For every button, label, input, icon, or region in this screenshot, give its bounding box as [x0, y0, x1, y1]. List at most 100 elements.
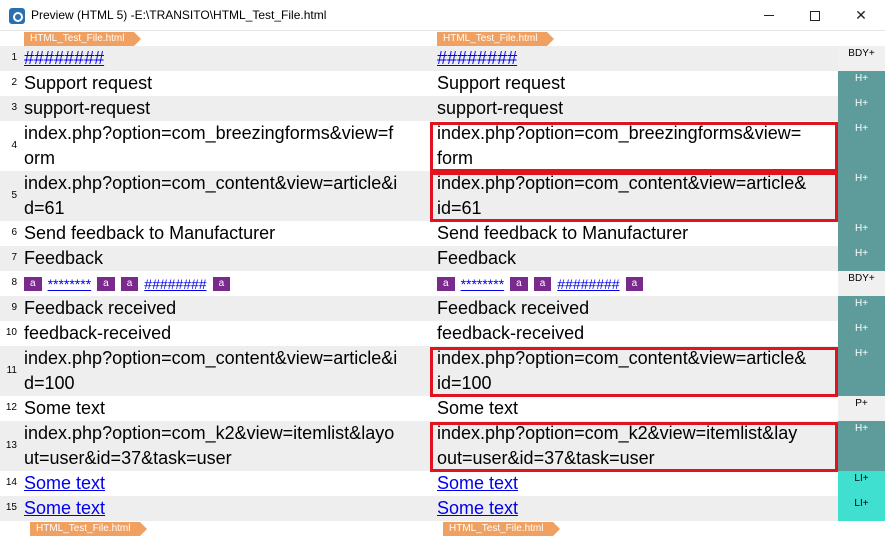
table-row: 7 Feedback Feedback H+	[0, 246, 885, 271]
line-number: 3	[11, 102, 17, 113]
row-left-text: feedback-received	[24, 323, 172, 343]
file-tag-right-top: HTML_Test_File.html	[437, 32, 555, 46]
row-left-link[interactable]: Some text	[24, 498, 106, 518]
line-number: 13	[5, 440, 17, 451]
row-left-text: Feedback received	[24, 298, 177, 318]
line-number: 11	[6, 365, 17, 376]
row-right-text-line2: id=61	[437, 198, 482, 218]
table-row: 5 index.php?option=com_content&view=arti…	[0, 171, 885, 221]
table-row: 11 index.php?option=com_content&view=art…	[0, 346, 885, 396]
line-number: 1	[11, 52, 17, 63]
row-right-text-line2: form	[437, 148, 473, 168]
file-tag-right-bottom: HTML_Test_File.html	[443, 522, 561, 536]
line-number: 12	[5, 402, 17, 413]
row-left-text-line1: index.php?option=com_k2&view=itemlist&la…	[24, 423, 395, 443]
row-left-text-line2: ut=user&id=37&task=user	[24, 448, 232, 468]
row-left-text: Send feedback to Manufacturer	[24, 223, 276, 243]
file-tag-left-bottom: HTML_Test_File.html	[30, 522, 148, 536]
anchor-open-tag: a	[24, 277, 42, 292]
line-number: 14	[5, 477, 17, 488]
anchor-close-tag: a	[625, 277, 644, 292]
close-button[interactable]: ✕	[855, 7, 867, 24]
row-left-text-line2: orm	[24, 148, 55, 168]
table-row: 10 feedback-received feedback-received H…	[0, 321, 885, 346]
element-tag: LI+	[838, 496, 885, 521]
table-row: 9 Feedback received Feedback received H+	[0, 296, 885, 321]
element-tag: P+	[838, 396, 885, 421]
line-number: 2	[11, 77, 17, 88]
row-right-text: Support request	[437, 73, 566, 93]
row-left-link[interactable]: Some text	[24, 473, 106, 493]
row-left-text: Support request	[24, 73, 153, 93]
row-right-link[interactable]: Some text	[437, 498, 519, 518]
row-left-text: Feedback	[24, 248, 104, 268]
preview-content: HTML_Test_File.html HTML_Test_File.html …	[0, 31, 885, 540]
diff-highlight	[430, 347, 838, 397]
element-tag: H+	[838, 346, 885, 396]
element-tag: H+	[838, 296, 885, 321]
element-tag: H+	[838, 121, 885, 171]
maximize-icon	[810, 10, 820, 21]
stars-link[interactable]: ********	[460, 275, 505, 292]
row-left-text-line1: index.php?option=com_content&view=articl…	[24, 348, 398, 368]
table-row: 13 index.php?option=com_k2&view=itemlist…	[0, 421, 885, 471]
hashes-link[interactable]: ########	[144, 275, 207, 292]
table-row: 3 support-request support-request H+	[0, 96, 885, 121]
diff-highlight	[430, 172, 838, 222]
line-number: 10	[5, 327, 17, 338]
row-right-text-line1: index.php?option=com_content&view=articl…	[437, 173, 807, 193]
row-right-link[interactable]: ########	[437, 48, 518, 68]
anchor-close-tag: a	[97, 277, 115, 292]
line-number: 6	[11, 227, 17, 238]
table-row: 1 ######## ######## BDY+	[0, 46, 885, 71]
row-left-link[interactable]: ########	[24, 48, 105, 68]
table-row: 12 Some text Some text P+	[0, 396, 885, 421]
anchor-close-tag: a	[212, 277, 231, 292]
anchor-close-tag: a	[510, 277, 528, 292]
row-right-text: Feedback received	[437, 298, 590, 318]
row-right-text-line2: out=user&id=37&task=user	[437, 448, 655, 468]
row-right-link[interactable]: Some text	[437, 473, 519, 493]
table-row: 4 index.php?option=com_breezingforms&vie…	[0, 121, 885, 171]
row-left-text-line2: d=61	[24, 198, 65, 218]
stars-link[interactable]: ********	[47, 275, 92, 292]
element-tag: LI+	[838, 471, 885, 496]
line-number: 9	[11, 302, 17, 313]
element-tag: BDY+	[838, 46, 885, 71]
diff-highlight	[430, 422, 838, 472]
anchor-open-tag: a	[533, 277, 552, 292]
row-right-text-line1: index.php?option=com_k2&view=itemlist&la…	[437, 423, 798, 443]
minimize-button[interactable]	[746, 0, 792, 31]
hashes-link[interactable]: ########	[557, 275, 620, 292]
line-number: 8	[11, 277, 17, 288]
row-right-text: feedback-received	[437, 323, 585, 343]
line-number: 15	[5, 502, 17, 513]
element-tag: H+	[838, 96, 885, 121]
element-tag: BDY+	[838, 271, 885, 296]
minimize-icon	[764, 15, 774, 16]
table-row: 14 Some text Some text LI+	[0, 471, 885, 496]
row-right-text: Some text	[437, 398, 519, 418]
row-left-text: support-request	[24, 98, 151, 118]
element-tag: H+	[838, 321, 885, 346]
app-icon	[9, 8, 25, 24]
element-tag: H+	[838, 221, 885, 246]
table-row: 6 Send feedback to Manufacturer Send fee…	[0, 221, 885, 246]
maximize-button[interactable]	[792, 0, 838, 31]
line-number: 7	[11, 252, 17, 263]
table-row: 15 Some text Some text LI+	[0, 496, 885, 521]
row-left-text-line2: d=100	[24, 373, 75, 393]
element-tag: H+	[838, 171, 885, 221]
table-row: 2 Support request Support request H+	[0, 71, 885, 96]
row-right-text: Feedback	[437, 248, 517, 268]
row-right-text: support-request	[437, 98, 564, 118]
file-tag-left-top: HTML_Test_File.html	[24, 32, 142, 46]
element-tag: H+	[838, 421, 885, 471]
row-left-text: Some text	[24, 398, 106, 418]
row-right-text-line1: index.php?option=com_content&view=articl…	[437, 348, 807, 368]
anchor-open-tag: a	[120, 277, 139, 292]
element-tag: H+	[838, 246, 885, 271]
window-title: Preview (HTML 5) -E:\TRANSITO\HTML_Test_…	[31, 8, 327, 22]
row-right-text-line2: id=100	[437, 373, 492, 393]
